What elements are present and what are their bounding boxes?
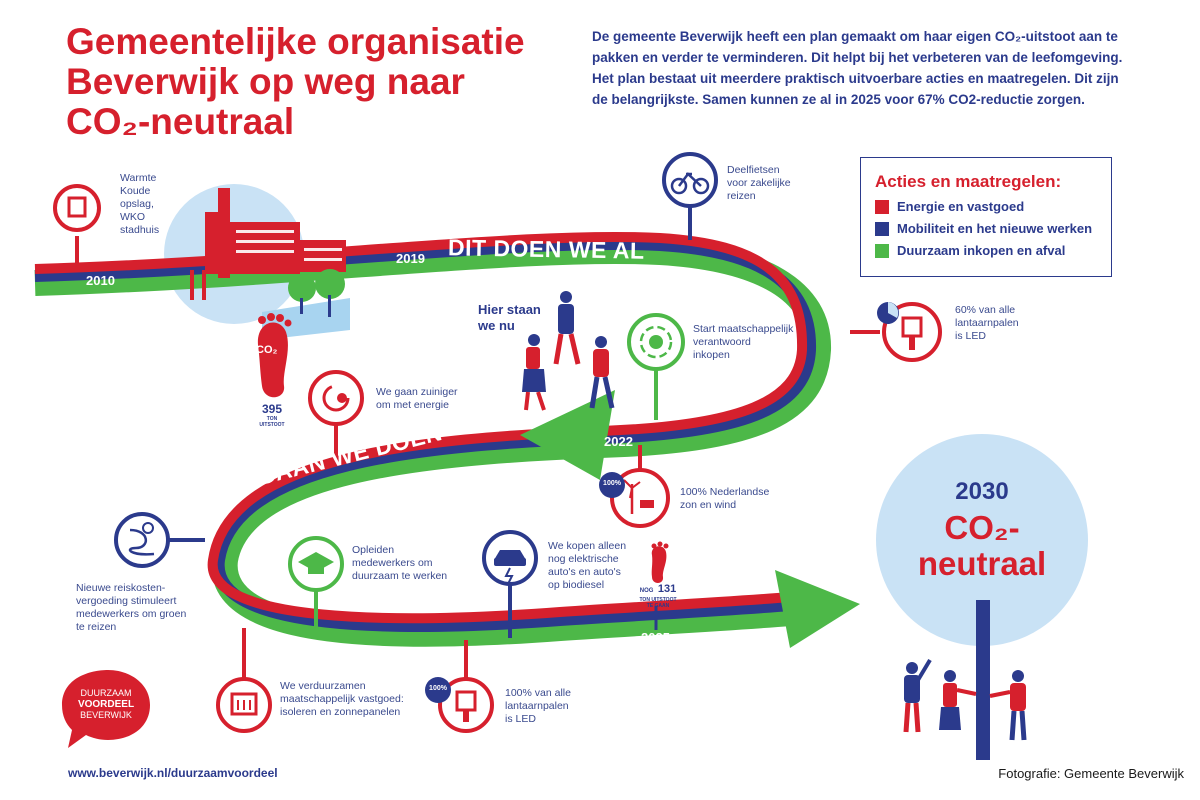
goal-label: CO₂- neutraal [876, 510, 1088, 582]
year-2019: 2019 [396, 251, 425, 266]
lamp-icon [882, 302, 942, 362]
wko-icon [53, 184, 101, 232]
footprint-start-value: 395 TON UITSTOOT [259, 402, 285, 428]
photo-credit: Fotografie: Gemeente Beverwijk [998, 766, 1184, 781]
arrow-goal [775, 570, 860, 648]
footprint-end-icon [651, 541, 669, 583]
title-line-3: CO₂-neutraal [66, 101, 295, 142]
people-walking-icon [522, 291, 615, 411]
footprint-start-icon [257, 313, 292, 398]
page-title: Gemeentelijke organisatie Beverwijk op w… [66, 22, 586, 142]
energy-icon [308, 370, 364, 426]
intro-text: De gemeente Beverwijk heeft een plan gem… [592, 29, 1123, 107]
bike-icon [662, 152, 718, 208]
badge-100-lamps [425, 677, 451, 703]
badge-100-lamps-text: 100% [429, 685, 447, 692]
milestone-markers [53, 152, 942, 733]
goal-year: 2030 [955, 478, 1009, 505]
lamp-led-icon [438, 677, 494, 733]
legend-swatch-green [875, 243, 889, 258]
footer-url[interactable]: www.beverwijk.nl/duurzaamvoordeel [68, 766, 278, 780]
goal-line-1: CO₂- [944, 509, 1020, 546]
year-2022: 2022 [604, 434, 633, 449]
goal-line-2: neutraal [917, 545, 1047, 582]
footprint-end-value: NOG 131 TON UITSTOOT TE GAAN [639, 583, 677, 609]
legend-item-inkopen: Duurzaam inkopen en afval [875, 243, 1111, 258]
people-goal-icon [903, 600, 1027, 760]
year-2025: 2025 [641, 630, 670, 645]
badge-100-zonwind-text: 100% [603, 480, 621, 487]
year-2010: 2010 [86, 273, 115, 288]
logo-bubble [62, 670, 150, 748]
legend-swatch-navy [875, 221, 889, 236]
legend-title: Acties en maatregelen: [875, 172, 1062, 191]
legend-item-mobiliteit: Mobiliteit en het nieuwe werken [875, 221, 1111, 236]
legend-item-energie: Energie en vastgoed [875, 199, 1111, 214]
legend: Acties en maatregelen: Energie en vastgo… [860, 157, 1112, 277]
route-icon [114, 512, 170, 568]
legend-swatch-red [875, 199, 889, 214]
badge-100-zonwind [599, 472, 625, 498]
arrow-back [520, 390, 615, 480]
footprint-start-badge: CO₂ [256, 344, 278, 356]
here-we-are-label: Hier staan we nu [478, 302, 541, 333]
banner-dit-doen-we-al: DIT DOEN WE AL [447, 234, 645, 264]
title-line-1: Gemeentelijke organisatie [66, 21, 525, 62]
title-line-2: Beverwijk op weg naar [66, 61, 465, 102]
logo-duurzaam-voordeel: DUURZAAM VOORDEEL BEVERWIJK [77, 688, 135, 720]
